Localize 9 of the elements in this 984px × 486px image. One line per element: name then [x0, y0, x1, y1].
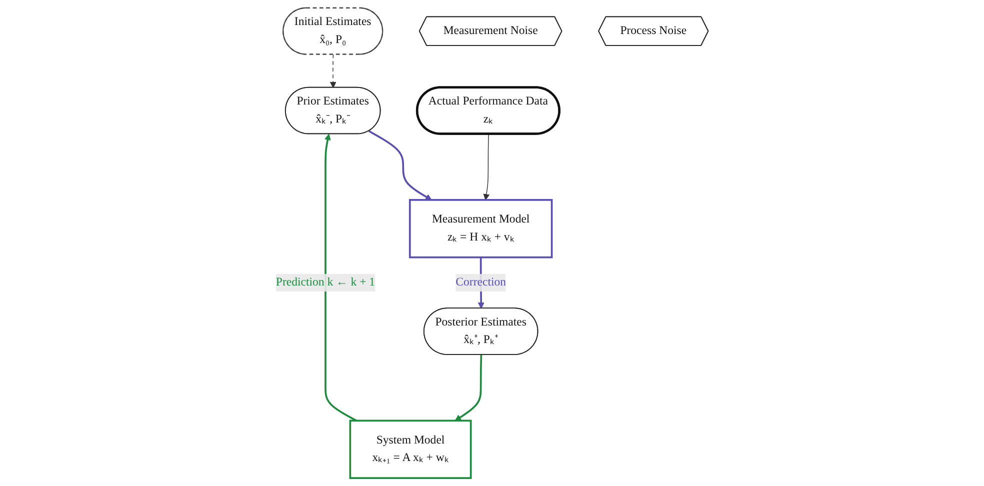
- arrow: [324, 134, 357, 422]
- arrow: [330, 54, 336, 88]
- arrow: [368, 130, 432, 200]
- arrow: [454, 354, 482, 421]
- node-box: Measurement Model zₖ = H xₖ + vₖ: [408, 199, 553, 258]
- arrow: [483, 134, 490, 200]
- node-box: System Model xₖ₊₁ = A xₖ + wₖ: [349, 420, 472, 479]
- edge-label: Prediction k ← k + 1: [276, 276, 376, 289]
- edge-label: Correction: [456, 276, 506, 289]
